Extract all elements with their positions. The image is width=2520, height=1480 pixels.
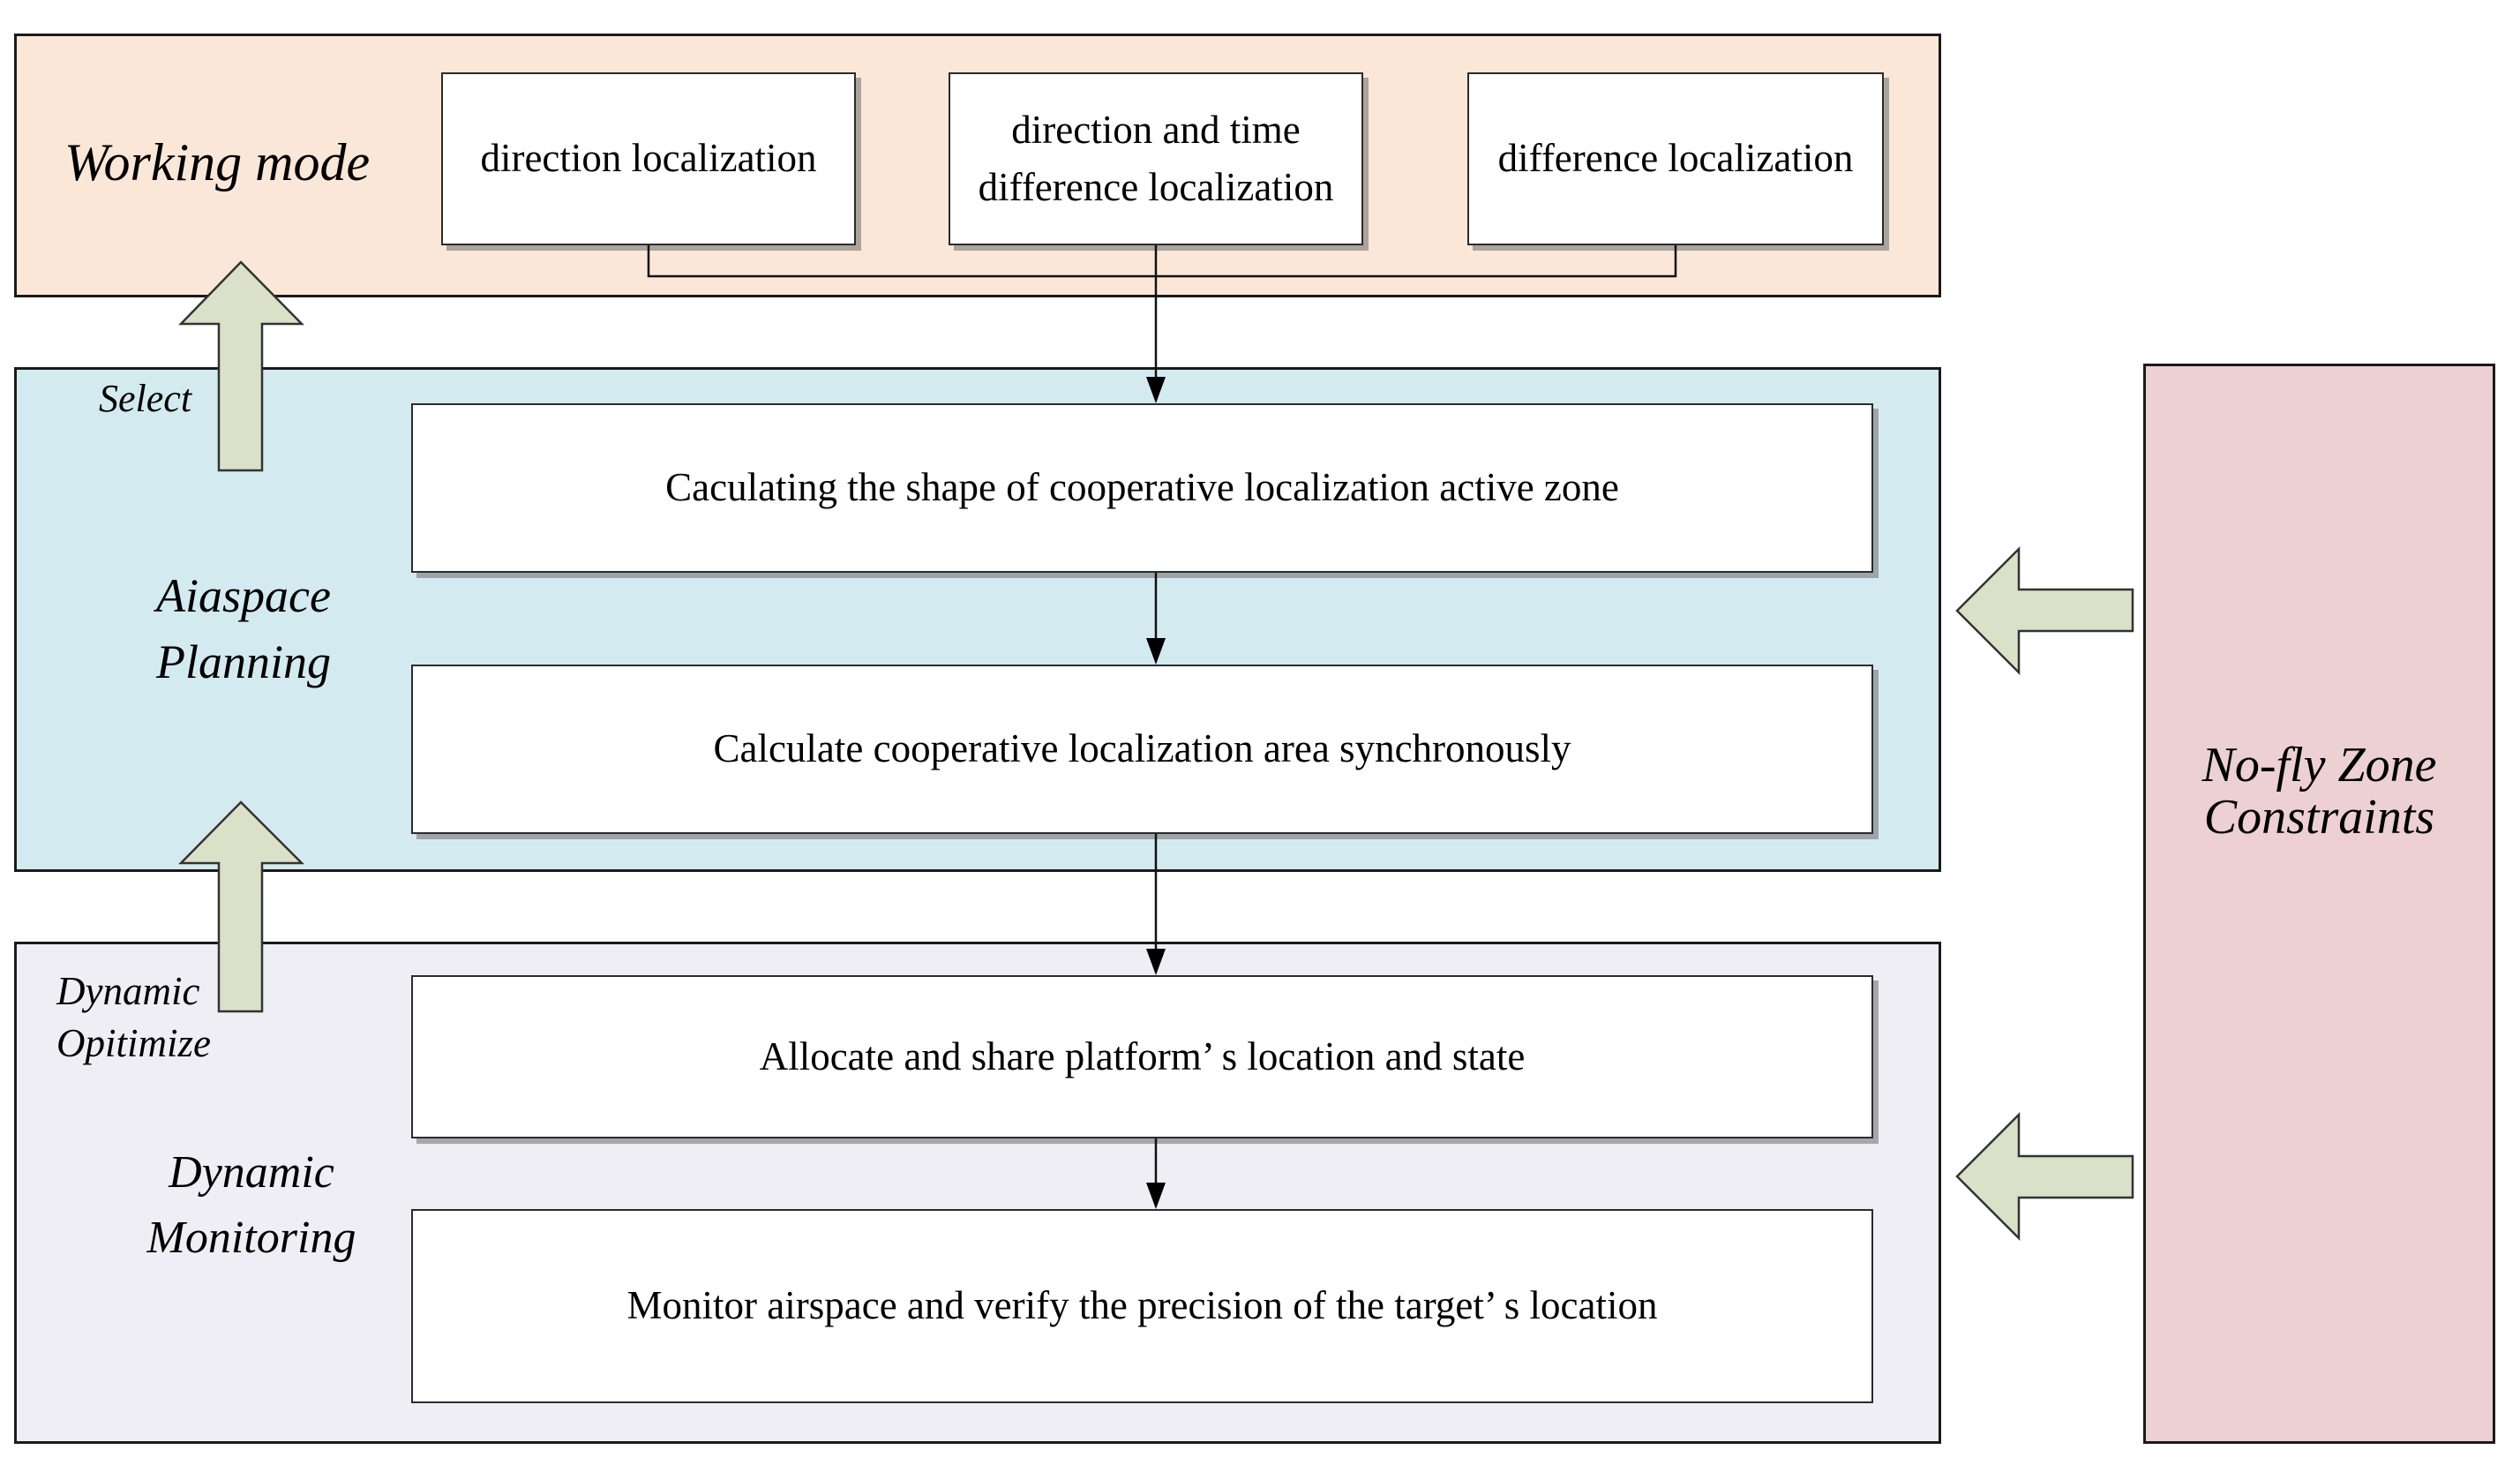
box-difference-localization-text: difference localization xyxy=(1497,136,1854,181)
dynamic-optimize-label: Dynamic Opitimize xyxy=(56,965,211,1071)
box-difference-localization: difference localization xyxy=(1467,72,1884,245)
dynamic-optimize-label-line1: Dynamic xyxy=(56,969,200,1013)
no-fly-zone-label-line2: Constraints xyxy=(2203,789,2435,845)
box-direction-localization-text: direction localization xyxy=(480,136,817,181)
box-direction-time-difference-localization: direction and time difference localizati… xyxy=(949,72,1363,245)
box-calculate-active-zone: Caculating the shape of cooperative loca… xyxy=(411,403,1873,573)
select-label: Select xyxy=(99,377,192,420)
box-calculate-area-synchronously-text: Calculate cooperative localization area … xyxy=(713,726,1571,771)
no-fly-zone-label: No-fly Zone Constraints xyxy=(2143,740,2495,844)
working-mode-label: Working mode xyxy=(64,133,371,192)
airspace-planning-label-line1: Aiaspace xyxy=(156,569,331,622)
box-calculate-active-zone-text: Caculating the shape of cooperative loca… xyxy=(665,465,1619,510)
box-allocate-share-location-text: Allocate and share platform’ s location … xyxy=(759,1033,1526,1078)
no-fly-zone-section xyxy=(2143,364,2495,1444)
nofly-to-airspace-left-arrow xyxy=(1955,545,2134,676)
dynamic-monitoring-label-line2: Monitoring xyxy=(146,1212,356,1263)
dynamic-monitoring-label-line1: Dynamic xyxy=(169,1147,334,1198)
box-calculate-area-synchronously: Calculate cooperative localization area … xyxy=(411,665,1873,834)
box-monitor-airspace: Monitor airspace and verify the precisio… xyxy=(411,1209,1873,1403)
nofly-to-monitoring-left-arrow xyxy=(1955,1111,2134,1242)
airspace-planning-label-line2: Planning xyxy=(156,635,331,688)
no-fly-zone-label-line1: No-fly Zone xyxy=(2201,738,2437,793)
dynamic-optimize-label-line2: Opitimize xyxy=(56,1021,211,1066)
box-direction-localization: direction localization xyxy=(441,72,856,245)
box-monitor-airspace-text: Monitor airspace and verify the precisio… xyxy=(626,1283,1658,1328)
box-allocate-share-location: Allocate and share platform’ s location … xyxy=(411,975,1873,1138)
box-direction-time-difference-localization-text: direction and time difference localizati… xyxy=(978,107,1334,209)
airspace-planning-label: Aiaspace Planning xyxy=(67,563,420,695)
dynamic-monitoring-label: Dynamic Monitoring xyxy=(75,1140,428,1271)
